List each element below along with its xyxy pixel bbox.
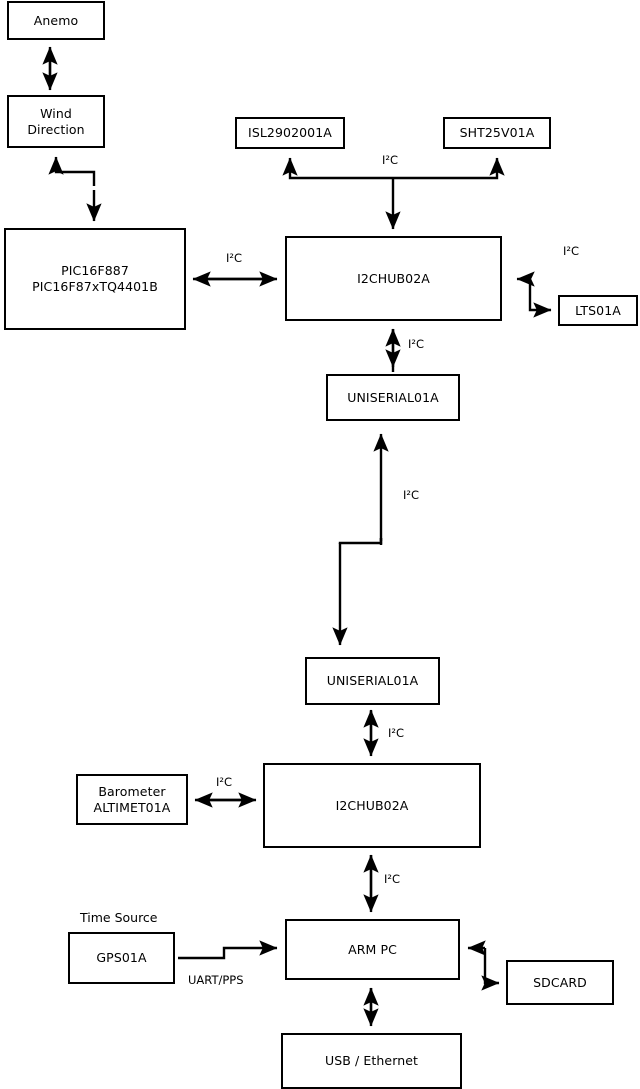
edge-label-text: I²C	[388, 726, 405, 740]
node-label: UNISERIAL01A	[347, 389, 439, 405]
node-wind-direction[interactable]: Wind Direction	[7, 95, 105, 148]
edge-label-i2c-hub-uniserial: I²C	[408, 337, 424, 351]
node-label: Wind Direction	[27, 105, 85, 137]
wire-armpc-sdcard	[481, 948, 500, 991]
edge-label-text: I²C	[216, 775, 233, 789]
node-label: I2CHUB02A	[357, 270, 430, 286]
node-arm-pc[interactable]: ARM PC	[285, 919, 460, 980]
node-uniserial01a-upper[interactable]: UNISERIAL01A	[326, 374, 460, 421]
node-label: USB / Ethernet	[324, 1053, 419, 1068]
node-label: PIC16F887 PIC16F87xTQ4401B	[32, 263, 158, 294]
node-label: ARM PC	[348, 941, 397, 957]
edge-label-text: UART/PPS	[188, 973, 244, 987]
edge-label-text: I²C	[408, 337, 425, 351]
node-label: SDCARD	[533, 974, 587, 990]
node-sdcard[interactable]: SDCARD	[506, 960, 614, 1005]
free-label-text: Time Source	[80, 910, 158, 925]
node-label: Barometer ALTIMET01A	[93, 783, 171, 815]
edge-label-i2c-hub-lts: I²C	[563, 244, 579, 258]
node-uniserial01a-lower[interactable]: UNISERIAL01A	[305, 657, 440, 705]
node-lts01a[interactable]: LTS01A	[558, 295, 638, 326]
edge-label-uart-pps: UART/PPS	[188, 973, 244, 987]
node-usb-ethernet[interactable]: USB / Ethernet	[281, 1033, 462, 1089]
wire-link-leg	[338, 541, 383, 545]
node-label: ISL2902001A	[248, 125, 332, 140]
node-label: SHT25V01A	[459, 125, 535, 140]
edge-label-i2c-hub-armpc: I²C	[384, 872, 400, 886]
edge-label-text: I²C	[403, 488, 420, 502]
edge-label-text: I²C	[382, 153, 399, 167]
node-label: GPS01A	[96, 950, 147, 965]
node-barometer-altimet01a[interactable]: Barometer ALTIMET01A	[76, 774, 188, 825]
node-sht25v01a[interactable]: SHT25V01A	[443, 117, 551, 149]
node-i2chub02a-bottom[interactable]: I2CHUB02A	[263, 763, 481, 848]
edge-label-i2c-baro-hub: I²C	[216, 775, 232, 789]
wire-gps-armpc	[178, 940, 278, 960]
edge-label-text: I²C	[384, 872, 401, 886]
edge-label-text: I²C	[226, 251, 243, 265]
wire-bus-isl	[282, 157, 393, 180]
edge-label-i2c-uniserial-link: I²C	[403, 488, 419, 502]
wire-hub-lts	[528, 279, 552, 318]
node-i2chub02a-top[interactable]: I2CHUB02A	[285, 236, 502, 321]
node-label: Anemo	[33, 12, 79, 28]
wire-pic-winddir-up	[48, 156, 96, 186]
edge-label-text: I²C	[563, 244, 580, 258]
label-time-source: Time Source	[80, 910, 158, 925]
wire-bus-sht	[393, 157, 505, 180]
edge-label-i2c-isl-sht: I²C	[382, 153, 398, 167]
node-label: I2CHUB02A	[335, 797, 409, 813]
node-label: LTS01A	[575, 302, 621, 318]
edge-label-i2c-uniserial-hub: I²C	[388, 726, 404, 740]
node-pic-microcontroller[interactable]: PIC16F887 PIC16F87xTQ4401B	[4, 228, 186, 330]
node-label: UNISERIAL01A	[326, 673, 419, 688]
node-isl2902001a[interactable]: ISL2902001A	[235, 117, 345, 149]
node-anemo[interactable]: Anemo	[7, 1, 105, 40]
edge-label-i2c-pic-hub: I²C	[226, 251, 242, 265]
node-gps01a[interactable]: GPS01A	[68, 932, 175, 984]
